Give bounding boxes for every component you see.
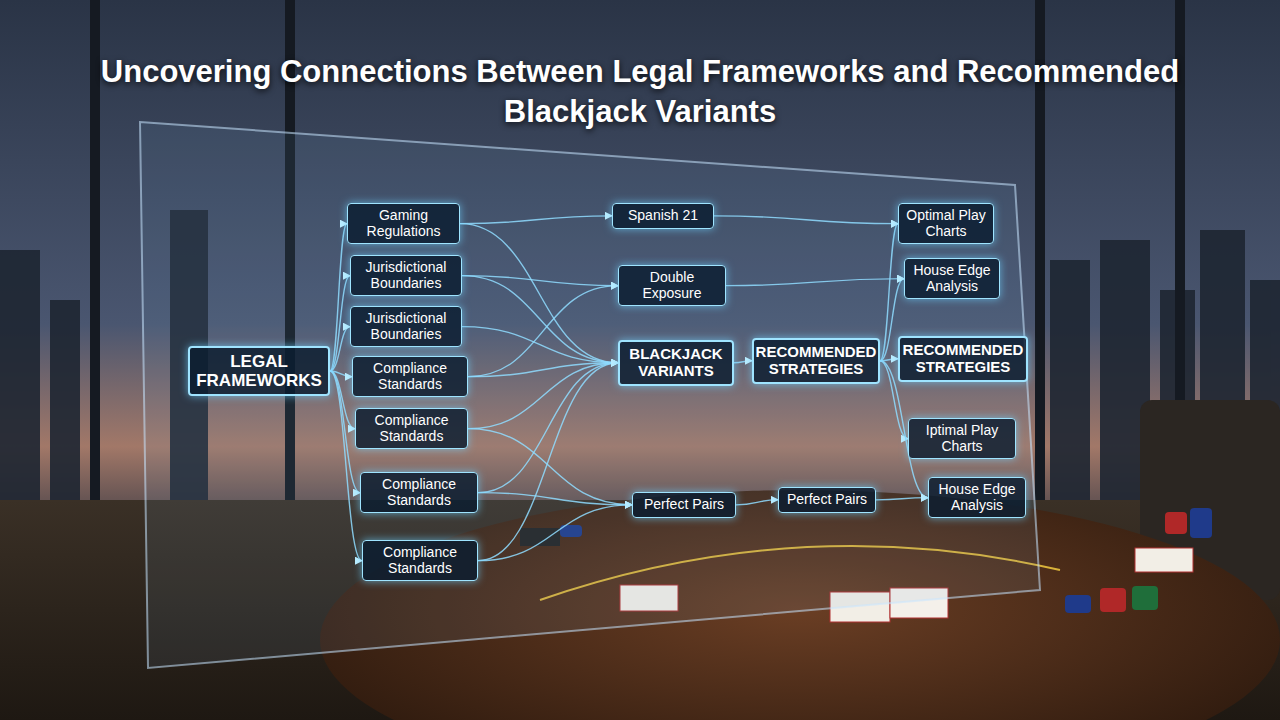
- box-label: Jurisdictional Boundaries: [357, 260, 455, 291]
- box-label: Compliance Standards: [362, 413, 461, 444]
- glow-connector: [460, 216, 612, 224]
- box-text-group: Perfect Pairs: [787, 492, 867, 508]
- box-label: Jurisdictional Boundaries: [357, 311, 455, 342]
- topic-box: Compliance Standards: [355, 408, 468, 449]
- box-label: Compliance Standards: [369, 545, 471, 576]
- glow-connector: [478, 363, 618, 493]
- topic-box: Perfect Pairs: [778, 487, 876, 513]
- box-text-group: Double Exposure: [625, 270, 719, 301]
- topic-box: Jurisdictional Boundaries: [350, 306, 462, 347]
- box-text-group: Compliance Standards: [359, 361, 461, 392]
- glow-connector: [478, 363, 618, 561]
- topic-box: Compliance Standards: [362, 540, 478, 581]
- category-box: BLACKJACK VARIANTS: [618, 340, 734, 386]
- box-text-group: RECOMMENDED STRATEGIES: [903, 342, 1024, 376]
- box-label: BLACKJACK VARIANTS: [626, 346, 726, 380]
- glow-connector: [734, 361, 752, 363]
- topic-box: Compliance Standards: [360, 472, 478, 513]
- topic-box: Jurisdictional Boundaries: [350, 255, 462, 296]
- glow-connector: [726, 279, 904, 286]
- box-text-group: Optimal Play Charts: [905, 208, 987, 239]
- glow-connector: [330, 371, 362, 561]
- glow-connector: [330, 224, 347, 371]
- box-label: Compliance Standards: [367, 477, 471, 508]
- glow-connector: [330, 276, 350, 371]
- glow-connector: [736, 500, 778, 505]
- topic-box: Spanish 21: [612, 203, 714, 229]
- box-text-group: RECOMMENDED STRATEGIES: [756, 344, 877, 378]
- box-label: Perfect Pairs: [644, 497, 724, 513]
- box-text-group: House Edge Analysis: [911, 263, 993, 294]
- box-label: Perfect Pairs: [787, 492, 867, 508]
- box-label: Optimal Play Charts: [905, 208, 987, 239]
- box-text-group: Spanish 21: [628, 208, 698, 224]
- glow-connector: [330, 327, 350, 371]
- glow-connector: [478, 493, 632, 505]
- topic-box: Iptimal Play Charts: [908, 418, 1016, 459]
- diagram-title: Uncovering Connections Between Legal Fra…: [90, 52, 1190, 132]
- box-text-group: Compliance Standards: [367, 477, 471, 508]
- box-text-group: Jurisdictional Boundaries: [357, 260, 455, 291]
- glow-connector: [478, 505, 632, 561]
- box-label: House Edge Analysis: [911, 263, 993, 294]
- glow-connector: [468, 429, 632, 505]
- box-text-group: Jurisdictional Boundaries: [357, 311, 455, 342]
- topic-box: House Edge Analysis: [928, 477, 1026, 518]
- box-text-group: Perfect Pairs: [644, 497, 724, 513]
- topic-box: Optimal Play Charts: [898, 203, 994, 244]
- box-text-group: LEGAL FRAMEWORKS: [196, 352, 322, 390]
- glow-connector: [468, 286, 618, 377]
- box-text-group: Compliance Standards: [369, 545, 471, 576]
- box-label: LEGAL FRAMEWORKS: [196, 352, 322, 390]
- glow-connector: [468, 363, 618, 429]
- category-box: RECOMMENDED STRATEGIES: [898, 336, 1028, 382]
- glow-connector: [714, 216, 898, 224]
- topic-box: Double Exposure: [618, 265, 726, 306]
- glow-connector: [462, 276, 618, 286]
- box-label: House Edge Analysis: [935, 482, 1019, 513]
- box-text-group: Compliance Standards: [362, 413, 461, 444]
- glass-panel: [140, 122, 1040, 668]
- box-label: Spanish 21: [628, 208, 698, 224]
- box-label: Compliance Standards: [359, 361, 461, 392]
- box-label: RECOMMENDED STRATEGIES: [903, 342, 1024, 376]
- box-label: RECOMMENDED STRATEGIES: [756, 344, 877, 378]
- box-text-group: House Edge Analysis: [935, 482, 1019, 513]
- glow-connector: [876, 498, 928, 500]
- glow-connector: [880, 359, 898, 361]
- category-box: LEGAL FRAMEWORKS: [188, 346, 330, 396]
- box-text-group: BLACKJACK VARIANTS: [626, 346, 726, 380]
- box-text-group: Iptimal Play Charts: [915, 423, 1009, 454]
- glow-connector: [460, 224, 618, 363]
- topic-box: Compliance Standards: [352, 356, 468, 397]
- topic-box: Gaming Regulations: [347, 203, 460, 244]
- glow-connector: [462, 327, 618, 363]
- box-label: Iptimal Play Charts: [915, 423, 1009, 454]
- topic-box: Perfect Pairs: [632, 492, 736, 518]
- topic-box: House Edge Analysis: [904, 258, 1000, 299]
- category-box: RECOMMENDED STRATEGIES: [752, 338, 880, 384]
- box-text-group: Gaming Regulations: [354, 208, 453, 239]
- box-label: Gaming Regulations: [354, 208, 453, 239]
- box-label: Double Exposure: [625, 270, 719, 301]
